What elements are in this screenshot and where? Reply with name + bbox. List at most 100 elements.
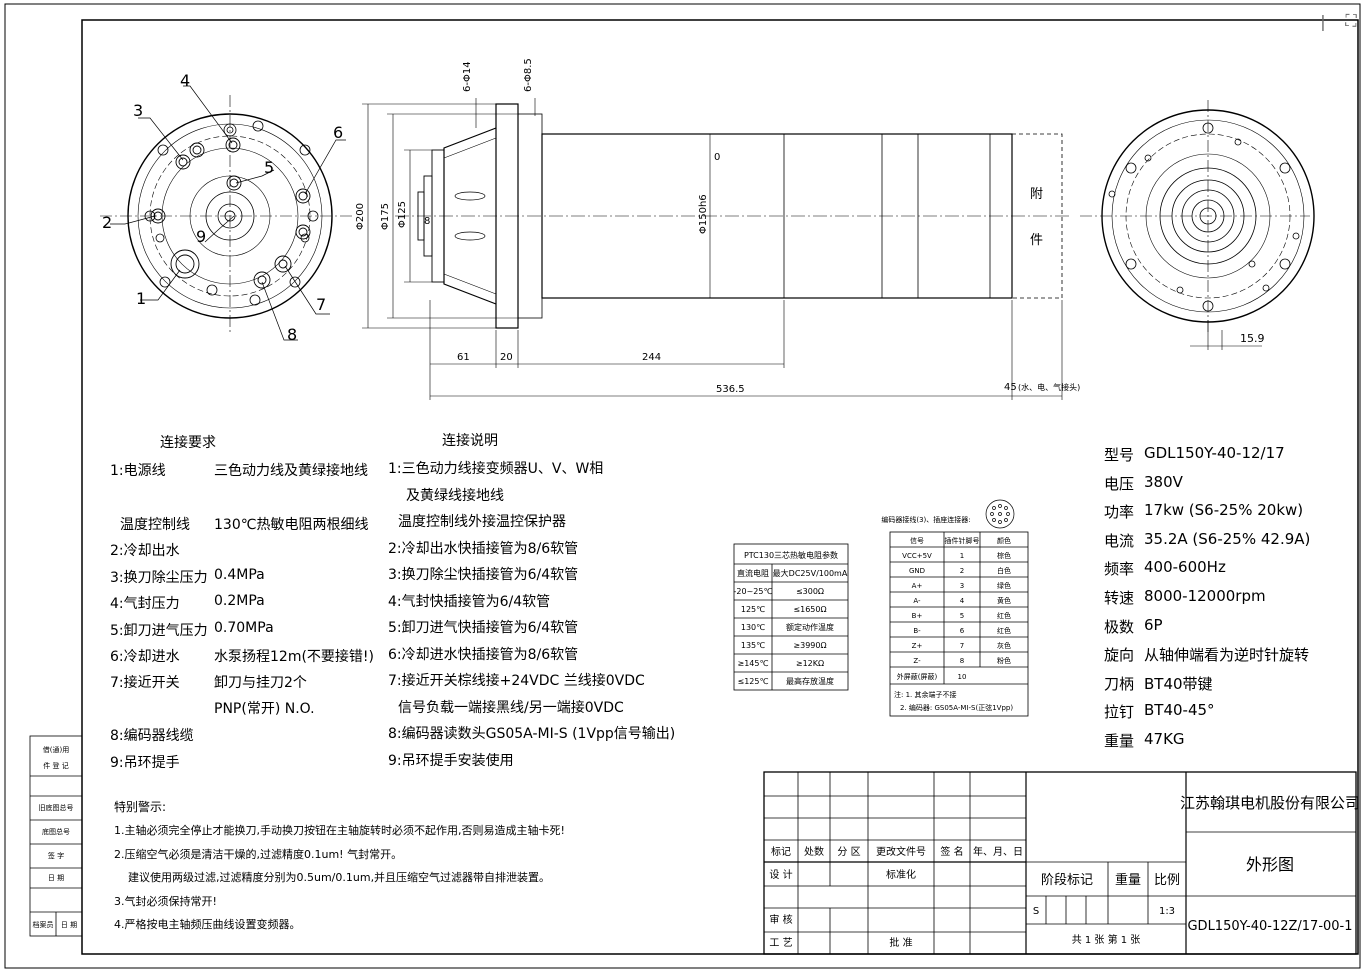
connect-req-value: 0.4MPa <box>214 567 265 583</box>
encoder-table-text: 编码器接线(3)、插座连接器: 信号 插件针脚号 颜色 VCC+5V 1 棕色 … <box>881 515 1011 681</box>
enc-r6c1: 7 <box>960 642 964 650</box>
spec-key: 电流 <box>1104 531 1135 550</box>
connect-req-key: 温度控制线 <box>120 517 190 533</box>
spec-key: 转速 <box>1104 589 1135 607</box>
tb-scale-val: 1:3 <box>1159 906 1175 917</box>
enc-r8c1: 10 <box>958 673 967 681</box>
spec-key: 重量 <box>1104 732 1135 750</box>
enc-r6c2: 灰色 <box>997 641 1011 650</box>
ptc-h0: 直流电阻 <box>737 568 769 578</box>
label-6: 6 <box>333 123 343 142</box>
enc-r0c1: 1 <box>960 552 964 560</box>
label-7: 7 <box>316 295 326 314</box>
dim-244: 244 <box>642 352 661 363</box>
dim-6-d14: 6-Φ14 <box>462 61 473 92</box>
strip-jietong: 借(通)用 <box>43 745 69 754</box>
dim-d150h6: Φ150h6 <box>698 194 709 234</box>
warning-line: 2.压缩空气必须是清洁干燥的,过滤精度0.1um! 气封常开。 <box>114 847 403 861</box>
connect-desc-line: 及黄绿线接地线 <box>406 487 504 504</box>
spec-key: 旋向 <box>1104 646 1135 665</box>
connect-req-key: 9:吊环提手 <box>110 755 180 771</box>
label-8: 8 <box>287 325 297 344</box>
enc-r4c0: B+ <box>912 612 923 620</box>
connect-req-key: 6:冷却进水 <box>110 649 180 665</box>
side-view-dims: 6-Φ14 6-Φ8.5 Φ200 Φ175 Φ125 Φ150h6 8 0 6… <box>355 58 1080 395</box>
connect-req-title: 连接要求 <box>160 435 216 451</box>
enc-r8c0: 外屏蔽(屏蔽) <box>897 672 938 681</box>
connect-req-key: 1:电源线 <box>110 463 166 479</box>
spec-value: 380V <box>1144 472 1183 491</box>
title-block <box>763 771 1357 955</box>
enc-r1c1: 2 <box>960 567 964 575</box>
tb-label-biaoji: 标记 <box>771 846 791 858</box>
enc-r0c2: 棕色 <box>997 551 1011 560</box>
ptc-table <box>733 543 849 691</box>
label-2: 2 <box>102 213 112 232</box>
spec-value: BT40带键 <box>1144 674 1213 693</box>
ptc-r4c1: ≥12KΩ <box>796 659 824 668</box>
enc-r1c0: GND <box>909 567 925 575</box>
encoder-notes: 注: 1. 其余端子不接 2. 编码器: GS05A-MI-S(正弦1Vpp) <box>894 690 1013 712</box>
front-view-labels: 1 2 3 4 5 6 7 8 9 <box>102 71 343 344</box>
company-name: 江苏翰琪电机股份有限公司 <box>1180 794 1360 812</box>
end-view-right <box>1080 100 1315 350</box>
warning-line: 1.主轴必须完全停止才能换刀,手动换刀按钮在主轴旋转时必须不起作用,否则易造成主… <box>114 824 565 837</box>
strip-date: 日 期 <box>48 874 64 882</box>
enc-h2: 颜色 <box>997 536 1011 545</box>
fullscreen-icon[interactable]: ⛶ <box>1345 11 1357 30</box>
enc-r0c0: VCC+5V <box>902 552 932 560</box>
connect-desc-title: 连接说明 <box>442 433 498 449</box>
connect-req-key: 7:接近开关 <box>110 675 180 691</box>
drawing-number: GDL150Y-40-12Z/17-00-1 <box>1187 919 1352 934</box>
ptc-r1c0: 125℃ <box>741 605 765 614</box>
accessory-text-2: 件 <box>1030 233 1043 248</box>
connect-req-key: 3:换刀除尘压力 <box>110 570 208 586</box>
connect-desc-line: 1:三色动力线接变频器U、V、W相 <box>388 461 604 477</box>
side-view <box>362 98 1070 400</box>
enc-r5c1: 6 <box>960 627 965 635</box>
encoder-title: 编码器接线(3)、插座连接器: <box>881 515 970 524</box>
connect-req-key: 5:卸刀进气压力 <box>110 623 208 639</box>
connect-req-value: 卸刀与挂刀2个 <box>214 675 307 691</box>
connect-req-value: 水泵扬程12m(不要接错!) <box>214 649 374 665</box>
dim-61: 61 <box>457 352 470 363</box>
enc-r3c2: 黄色 <box>997 596 1011 605</box>
collapse-icon[interactable]: | <box>1320 11 1326 31</box>
dim-8: 8 <box>424 216 430 227</box>
tb-review: 审 核 <box>769 913 792 926</box>
strip-archivist: 档案员 <box>33 920 54 929</box>
enc-h0: 信号 <box>910 536 924 545</box>
tb-standard: 标准化 <box>886 868 916 881</box>
enc-r7c2: 粉色 <box>997 656 1011 665</box>
spec-value: 从轴伸端看为逆时针旋转 <box>1144 646 1310 665</box>
connect-req-key: 2:冷却出水 <box>110 543 180 559</box>
spec-value: 8000-12000rpm <box>1144 587 1266 605</box>
label-4: 4 <box>180 71 190 90</box>
ptc-r4c0: ≥145℃ <box>738 659 769 668</box>
encoder-table <box>889 531 1029 717</box>
ptc-r3c0: 135℃ <box>741 641 765 650</box>
connect-desc-line: 温度控制线外接温控保护器 <box>398 514 566 530</box>
enc-note-2: 2. 编码器: GS05A-MI-S(正弦1Vpp) <box>900 703 1013 712</box>
tb-approve: 批 准 <box>889 936 912 949</box>
left-record-strip-text: 借(通)用 件 登 记 旧底图总号 底图总号 签 字 日 期 档案员 日 期 <box>33 745 78 929</box>
label-1: 1 <box>136 289 146 308</box>
connect-desc-line: 2:冷却出水快插接管为8/6软管 <box>388 540 579 557</box>
ptc-r5c1: 最高存放温度 <box>786 676 834 686</box>
label-9: 9 <box>196 227 206 246</box>
spec-key: 拉钉 <box>1104 703 1135 722</box>
strip-sign: 签 字 <box>48 851 64 860</box>
ptc-r0c0: -20~25℃ <box>734 587 773 596</box>
enc-r7c0: Z- <box>913 657 921 665</box>
drawing-name: 外形图 <box>1246 855 1294 874</box>
connect-desc-line: 5:卸刀进气快插接管为6/4软管 <box>388 620 579 636</box>
dim-d175: Φ175 <box>380 203 391 230</box>
connect-desc-line: 6:冷却进水快插接管为8/6软管 <box>388 646 579 663</box>
enc-r2c1: 3 <box>960 582 964 590</box>
warning-line: 3.气封必须保持常开! <box>114 894 217 908</box>
ptc-r3c1: ≥3990Ω <box>793 641 826 650</box>
connect-req-value: 0.2MPa <box>214 593 265 609</box>
tb-process: 工 艺 <box>769 937 792 949</box>
spec-value: GDL150Y-40-12/17 <box>1144 444 1285 462</box>
